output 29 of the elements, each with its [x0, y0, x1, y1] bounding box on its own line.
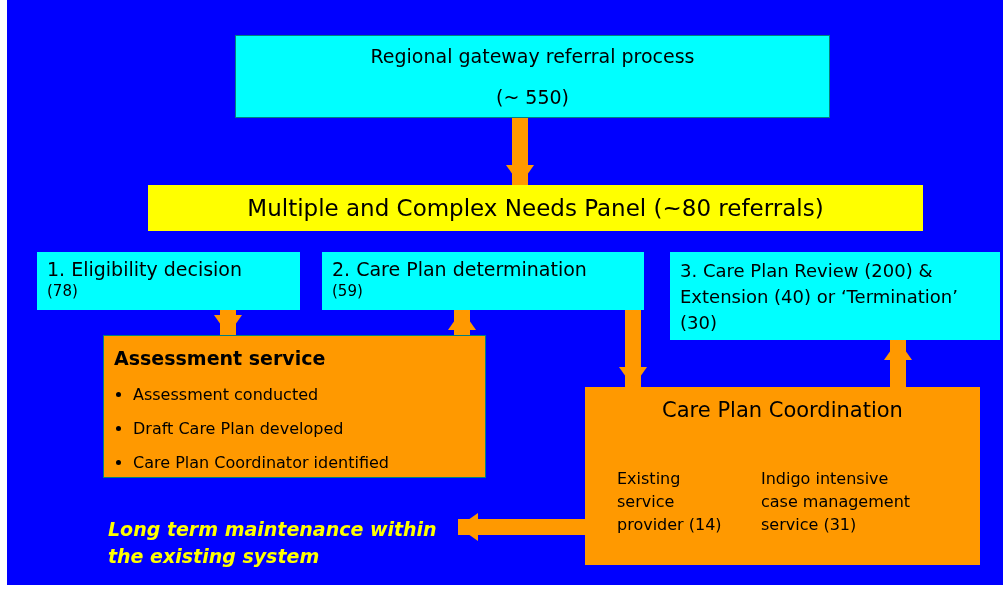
- box-text: Indigo intensive case management service (31): [761, 467, 912, 536]
- box-text: (78): [47, 281, 78, 301]
- process-box: [670, 252, 1000, 340]
- block-arrow: [884, 340, 912, 387]
- box-heading: Care Plan Coordination: [662, 398, 903, 422]
- box-text: 1. Eligibility decision: [47, 258, 243, 282]
- box-text: (~ 550): [495, 84, 570, 110]
- block-arrow: [448, 310, 476, 335]
- block-arrow: [214, 310, 242, 335]
- coordination-box: [585, 387, 980, 565]
- box-text: Existing service provider (14): [617, 467, 723, 536]
- block-arrow: [458, 513, 585, 541]
- bullet-text: Draft Care Plan developed: [133, 417, 344, 440]
- process-box: [235, 35, 830, 118]
- process-box: [37, 252, 300, 310]
- bullet-text: Care Plan Coordinator identified: [133, 451, 389, 474]
- box-text: Multiple and Complex Needs Panel (~80 referrals): [247, 193, 824, 223]
- box-heading: Assessment service: [114, 347, 326, 369]
- box-text: Regional gateway referral process: [370, 44, 695, 69]
- process-box: [322, 252, 644, 310]
- box-text: 3. Care Plan Review (200) & Extension (40) or ‘Termination’ (30): [680, 260, 958, 334]
- bullet-text: Assessment conducted: [133, 383, 319, 406]
- service-box: [103, 335, 486, 478]
- box-text: (59): [332, 281, 363, 301]
- note-text: Long term maintenance within the existing system: [108, 516, 458, 572]
- panel-box: [148, 185, 923, 231]
- block-arrow: [506, 118, 534, 185]
- box-text: 2. Care Plan determination: [332, 258, 587, 282]
- block-arrow: [619, 310, 647, 387]
